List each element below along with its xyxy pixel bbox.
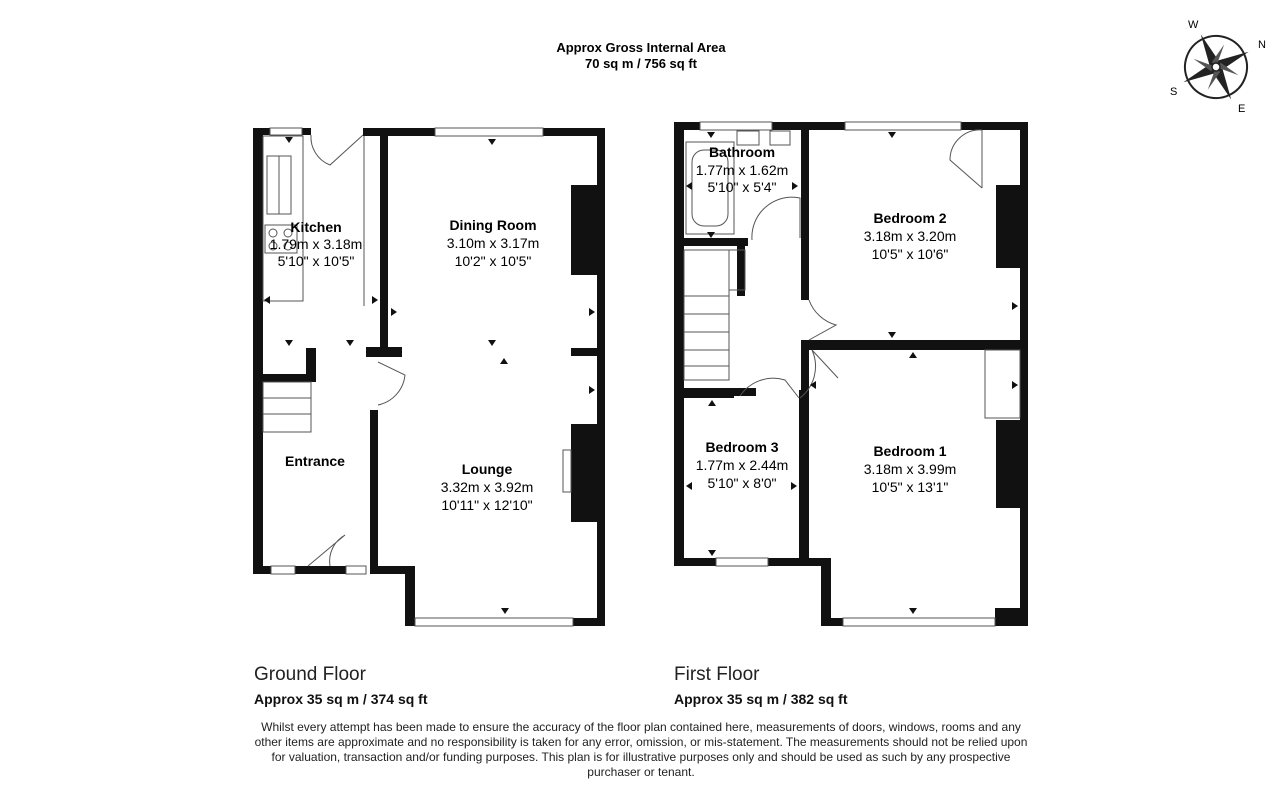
ground-floor-walls (253, 128, 605, 626)
first-floor-title: First Floor (674, 664, 760, 685)
room-imperial: 10'11" x 12'10" (441, 497, 532, 513)
room-lounge: Lounge 3.32m x 3.92m 10'11" x 12'10" (441, 461, 534, 513)
room-imperial: 10'2" x 10'5" (455, 253, 532, 269)
room-dining-room: Dining Room 3.10m x 3.17m 10'2" x 10'5" (447, 217, 540, 269)
room-name: Dining Room (449, 217, 536, 233)
room-name: Bedroom 1 (873, 443, 946, 459)
compass-icon (1183, 34, 1249, 100)
ground-floor-markers (264, 137, 595, 614)
ground-floor-area: Approx 35 sq m / 374 sq ft (254, 691, 428, 707)
ground-floor-title: Ground Floor (254, 664, 366, 685)
compass-s: S (1170, 86, 1177, 98)
room-name: Bedroom 2 (873, 210, 946, 226)
room-bedroom-3: Bedroom 3 1.77m x 2.44m 5'10" x 8'0" (696, 439, 789, 491)
room-bathroom: Bathroom 1.77m x 1.62m 5'10" x 5'4" (696, 144, 789, 195)
header-title: Approx Gross Internal Area (556, 40, 726, 55)
room-metric: 1.77m x 2.44m (696, 457, 789, 473)
room-name: Lounge (462, 461, 513, 477)
room-metric: 3.32m x 3.92m (441, 479, 534, 495)
room-name: Kitchen (290, 219, 341, 235)
first-floor-fixtures (683, 121, 1021, 627)
ground-floor-fixtures (262, 127, 574, 627)
room-metric: 3.18m x 3.99m (864, 461, 957, 477)
room-bedroom-1: Bedroom 1 3.18m x 3.99m 10'5" x 13'1" (864, 443, 957, 495)
room-name: Bedroom 3 (705, 439, 778, 455)
room-bedroom-2: Bedroom 2 3.18m x 3.20m 10'5" x 10'6" (864, 210, 957, 262)
room-metric: 1.77m x 1.62m (696, 162, 789, 178)
first-floor-markers (686, 132, 1018, 614)
room-imperial: 5'10" x 10'5" (278, 253, 355, 269)
first-floor-walls (674, 122, 1028, 626)
compass-n: N (1258, 39, 1266, 51)
room-kitchen: Kitchen 1.79m x 3.18m 5'10" x 10'5" (270, 219, 363, 269)
first-floor-area: Approx 35 sq m / 382 sq ft (674, 691, 848, 707)
room-imperial: 5'10" x 5'4" (708, 179, 777, 195)
room-name: Entrance (285, 453, 345, 469)
compass-w: W (1188, 19, 1199, 31)
room-name: Bathroom (709, 144, 775, 160)
room-imperial: 5'10" x 8'0" (708, 475, 777, 491)
disclaimer-text: Whilst every attempt has been made to en… (254, 720, 1028, 779)
room-metric: 3.10m x 3.17m (447, 235, 540, 251)
header-subtitle: 70 sq m / 756 sq ft (585, 56, 698, 71)
room-imperial: 10'5" x 13'1" (872, 479, 949, 495)
room-entrance: Entrance (285, 453, 345, 469)
room-imperial: 10'5" x 10'6" (872, 246, 949, 262)
room-metric: 3.18m x 3.20m (864, 228, 957, 244)
room-metric: 1.79m x 3.18m (270, 236, 363, 252)
compass-e: E (1238, 103, 1245, 115)
